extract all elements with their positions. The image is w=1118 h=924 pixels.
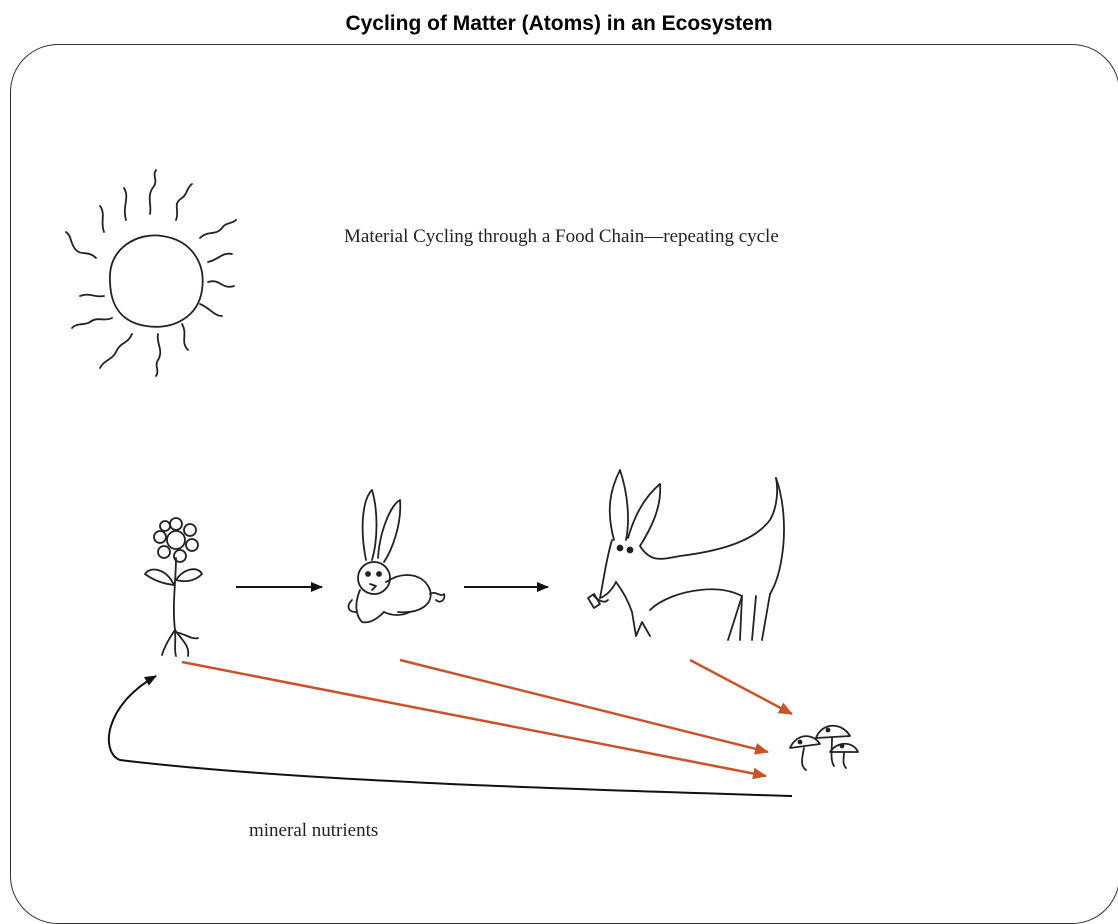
diagram-art: [0, 0, 1118, 905]
decomposition-arrow-rabbit: [400, 660, 768, 752]
decomposition-arrow-fox: [690, 660, 792, 714]
flower-icon: [145, 518, 202, 656]
sun-icon: [66, 170, 236, 376]
rabbit-icon: [349, 490, 445, 622]
mushroom-icon: [790, 726, 858, 770]
fox-icon: [588, 470, 784, 640]
nutrient-return-arrow: [109, 676, 792, 796]
